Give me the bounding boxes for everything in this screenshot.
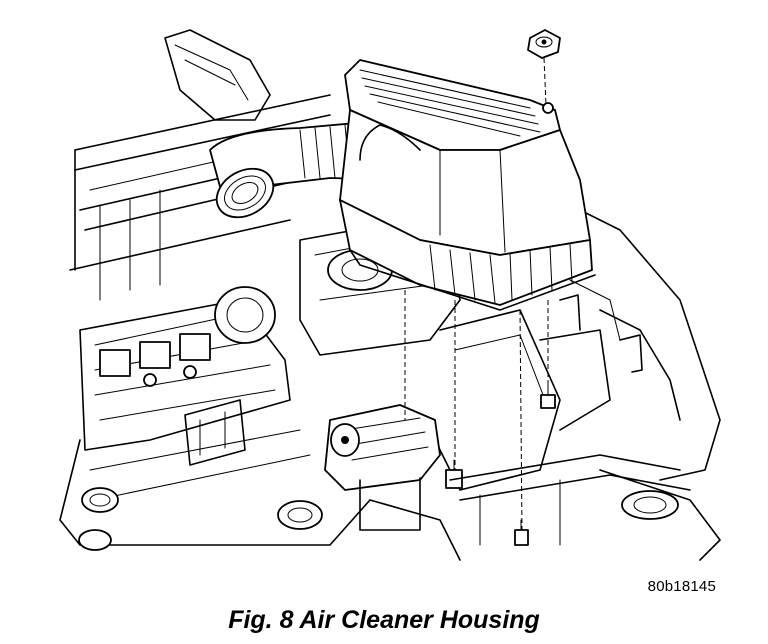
figure-code: 80b18145	[647, 578, 716, 595]
engine-bay-line-drawing-icon	[59, 29, 721, 561]
frame-crossmember	[369, 454, 691, 561]
engine-bay-background	[59, 29, 721, 561]
air-cleaner-housing	[339, 59, 596, 311]
housing-nut	[527, 29, 561, 59]
figure-caption: Fig. 8 Air Cleaner Housing	[228, 606, 540, 634]
alignment-lines	[404, 57, 549, 531]
air-cleaner-housing-illustration	[59, 29, 721, 561]
engine-mount	[324, 404, 441, 531]
